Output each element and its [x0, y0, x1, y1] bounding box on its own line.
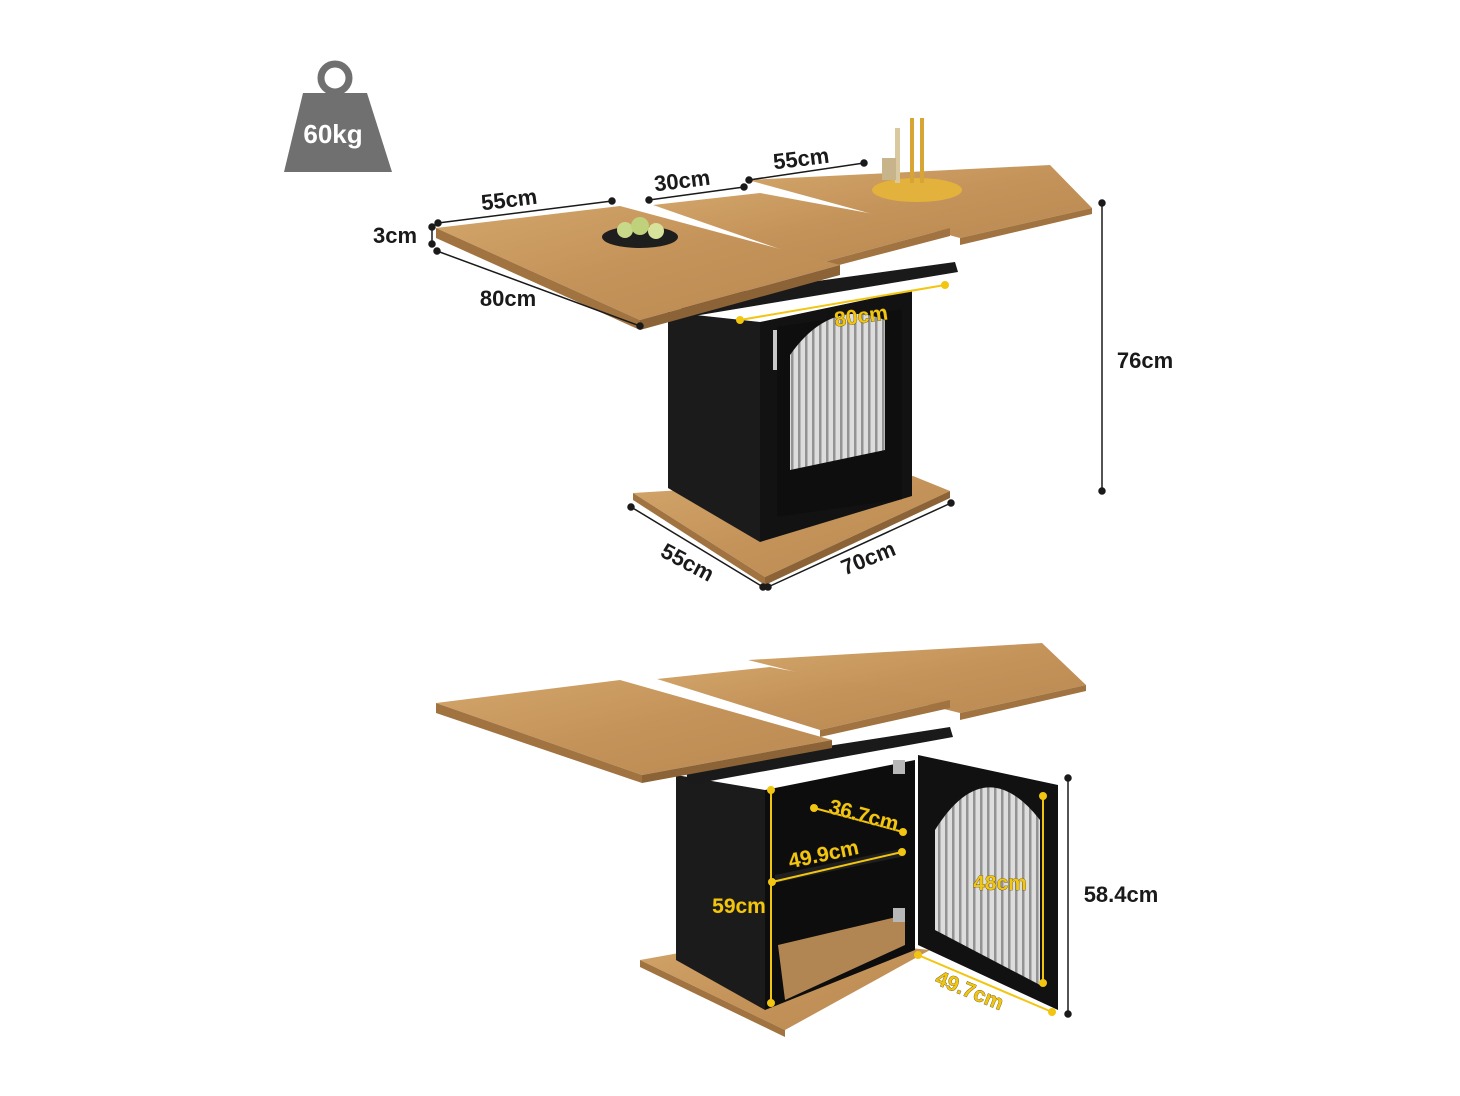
table-open-cabinet-illustration: 36.7cm 49.9cm 59cm 48cm 49.7cm 58.4cm: [436, 643, 1158, 1037]
dim-inner-height: 59cm: [712, 895, 766, 918]
dim-total-height: 76cm: [1117, 348, 1173, 373]
dim-leaf-middle-width: 30cm: [653, 165, 712, 197]
gold-tray-decor: [872, 118, 962, 202]
dim-leaf-left-width: 55cm: [480, 184, 539, 216]
fruit-bowl-decor: [602, 217, 678, 248]
dim-door-height: 48cm: [973, 872, 1027, 895]
weight-icon: 60kg: [284, 60, 392, 172]
dim-thickness: 3cm: [373, 223, 417, 248]
dim-cabinet-height: 58.4cm: [1084, 882, 1159, 907]
table-extended-illustration: 55cm 30cm 55cm 3cm 80cm 80cm 76cm 55cm 7…: [373, 118, 1173, 591]
dim-leaf-depth: 80cm: [480, 286, 536, 311]
weight-label: 60kg: [303, 119, 362, 149]
